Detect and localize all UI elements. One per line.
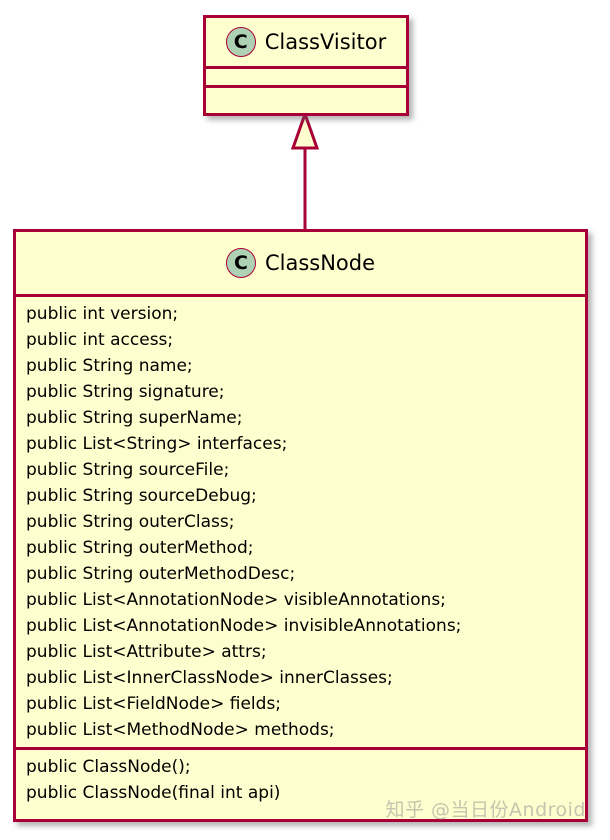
class-icon: C — [225, 248, 256, 278]
class-title: ClassVisitor — [264, 30, 387, 54]
field-row: public int access; — [26, 330, 174, 350]
field-row: public List<Attribute> attrs; — [26, 642, 267, 662]
field-row: public List<MethodNode> methods; — [26, 720, 335, 740]
field-row: public List<AnnotationNode> invisibleAnn… — [26, 616, 462, 636]
field-row: public List<String> interfaces; — [26, 434, 288, 454]
class-box-classvisitor[interactable]: C ClassVisitor — [203, 15, 409, 116]
fields-compartment-classvisitor — [206, 66, 406, 85]
field-row: public List<FieldNode> fields; — [26, 694, 282, 714]
class-box-classnode[interactable]: C ClassNode public int version; public i… — [13, 229, 588, 822]
field-row: public String superName; — [26, 408, 243, 428]
field-row: public String sourceDebug; — [26, 486, 257, 506]
hollow-triangle-arrowhead — [290, 109, 320, 150]
class-header-classnode: C ClassNode — [16, 232, 585, 294]
field-row: public String signature; — [26, 382, 225, 402]
methods-compartment-classvisitor — [206, 85, 406, 104]
class-icon: C — [225, 27, 256, 57]
field-row: public List<AnnotationNode> visibleAnnot… — [26, 590, 446, 610]
field-row: public List<InnerClassNode> innerClasses… — [26, 668, 393, 688]
inheritance-link — [275, 109, 335, 235]
field-row: public String outerMethodDesc; — [26, 564, 296, 584]
field-row: public int version; — [26, 304, 179, 324]
class-title: ClassNode — [264, 251, 376, 275]
method-row: public ClassNode(); — [26, 757, 191, 777]
methods-compartment-classnode: public ClassNode(); public ClassNode(fin… — [16, 747, 585, 810]
field-row: public String outerClass; — [26, 512, 235, 532]
method-row: public ClassNode(final int api) — [26, 783, 281, 803]
field-row: public String outerMethod; — [26, 538, 254, 558]
field-row: public String sourceFile; — [26, 460, 230, 480]
field-row: public String name; — [26, 356, 193, 376]
class-header-classvisitor: C ClassVisitor — [206, 18, 406, 66]
fields-compartment-classnode: public int version; public int access; p… — [16, 294, 585, 747]
